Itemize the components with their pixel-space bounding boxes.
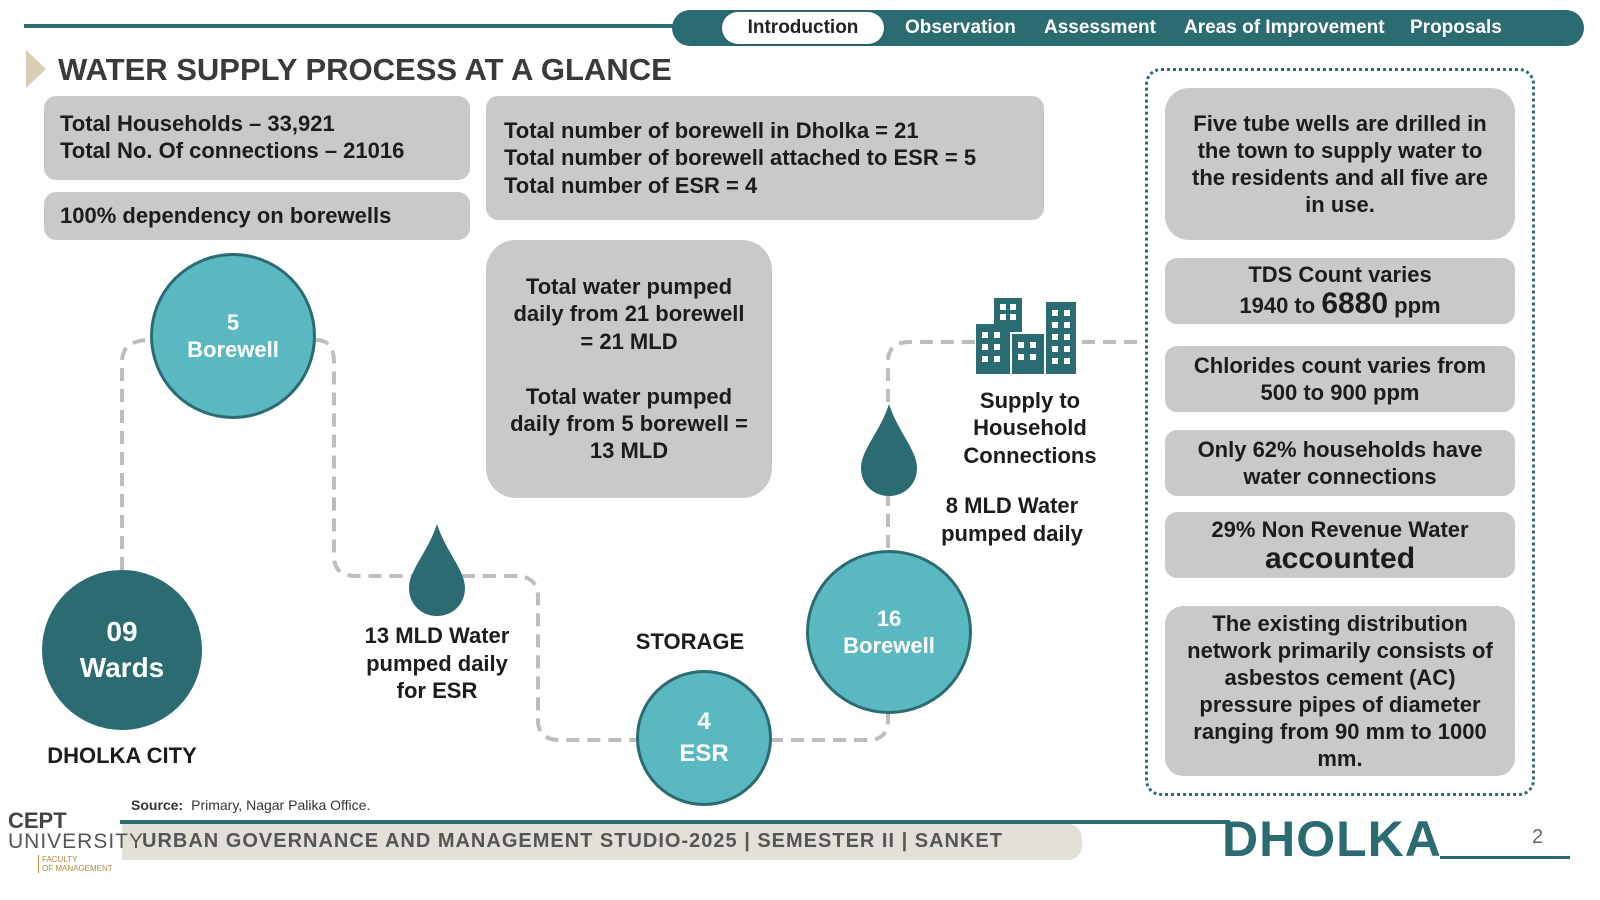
water-13-line-3: for ESR: [396, 678, 478, 703]
tab-observation[interactable]: Observation: [905, 17, 1016, 38]
faculty-logo-text: FACULTY OF MANAGEMENT: [38, 855, 113, 873]
nrw-box: 29% Non Revenue Water accounted: [1165, 512, 1515, 578]
pumped-5-line-3: 13 MLD: [589, 438, 669, 463]
connections-text: Total No. Of connections – 21016: [60, 138, 405, 163]
network-line-6: mm.: [1317, 746, 1363, 771]
tubewell-line-3: the residents and all five are: [1192, 165, 1488, 190]
water-8-line-2: pumped daily: [941, 521, 1083, 546]
connections-line-1: Only 62% households have: [1197, 437, 1483, 462]
borewell-16-label: Borewell: [843, 633, 935, 658]
network-box: The existing distribution network primar…: [1165, 606, 1515, 776]
supply-line-2: Household: [973, 415, 1087, 440]
title-arrow-icon: [26, 50, 46, 88]
water-drop-icon: [409, 524, 465, 616]
header-rule: [24, 24, 684, 28]
connector-drop-to-supply: [886, 340, 976, 402]
wards-number: 09: [106, 616, 138, 647]
borewell-16-number: 16: [876, 606, 902, 631]
connector-wards-to-borewell5: [120, 338, 151, 570]
tab-proposals[interactable]: Proposals: [1410, 17, 1502, 38]
tds-box: TDS Count varies 1940 to 6880 ppm: [1165, 258, 1515, 324]
source-note: Source: Primary, Nagar Palika Office.: [131, 797, 370, 813]
pumped-volume-box: Total water pumped daily from 21 borewel…: [486, 240, 772, 498]
pumped-5-line-1: Total water pumped: [525, 384, 733, 409]
storage-label: STORAGE: [635, 629, 745, 654]
households-box: Total Households – 33,921 Total No. Of c…: [44, 96, 470, 180]
pumped-21-line-3: = 21 MLD: [580, 329, 678, 354]
pumped-21-line-2: daily from 21 borewell: [513, 301, 745, 326]
university-logo-line-1: CEPT: [8, 808, 67, 833]
buildings-icon: [976, 298, 1076, 374]
connector-esr-to-borewell16: [770, 712, 890, 742]
esr-total-text: Total number of ESR = 4: [504, 173, 758, 198]
water-13-line-2: pumped daily: [366, 651, 508, 676]
supply-line-3: Connections: [963, 443, 1097, 468]
city-label: DHOLKA CITY: [47, 743, 197, 768]
borewell-5-circle: 5 Borewell: [150, 253, 316, 419]
studio-label: URBAN GOVERNANCE AND MANAGEMENT STUDIO-2…: [142, 830, 1003, 852]
footer-rule: [120, 820, 1230, 824]
university-logo-line-2: UNIVERSITY: [8, 830, 145, 853]
network-line-3: asbestos cement (AC): [1224, 665, 1456, 690]
dependency-box: 100% dependency on borewells: [44, 192, 470, 240]
borewell-esr-text: Total number of borewell attached to ESR…: [504, 145, 977, 170]
tds-unit: ppm: [1388, 292, 1441, 318]
tab-assessment[interactable]: Assessment: [1044, 17, 1156, 38]
tds-to: 6880: [1321, 286, 1389, 320]
borewell-count-box: Total number of borewell in Dholka = 21 …: [486, 96, 1044, 220]
tds-from: 1940 to: [1239, 292, 1322, 318]
tubewell-line-2: the town to supply water to: [1197, 138, 1483, 163]
borewell-16-circle: 16 Borewell: [806, 550, 972, 714]
wards-circle: 09 Wards: [42, 570, 202, 730]
pumped-21-line-1: Total water pumped: [525, 274, 733, 299]
source-label: Source:: [131, 797, 184, 813]
esr-circle: 4 ESR: [636, 670, 772, 806]
tubewell-line-4: in use.: [1305, 192, 1375, 217]
wards-label: Wards: [79, 652, 165, 683]
connector-drop-to-esr: [462, 574, 636, 742]
water-13-line-1: 13 MLD Water: [364, 623, 510, 648]
water-drop-icon: [861, 404, 917, 496]
esr-number: 4: [697, 708, 711, 735]
chlorides-box: Chlorides count varies from 500 to 900 p…: [1165, 346, 1515, 412]
page-title: WATER SUPPLY PROCESS AT A GLANCE: [58, 52, 672, 87]
chlorides-line-2: 500 to 900 ppm: [1260, 380, 1420, 405]
borewell-5-number: 5: [226, 310, 240, 335]
borewell-5-label: Borewell: [187, 337, 279, 362]
borewell-total-text: Total number of borewell in Dholka = 21: [504, 118, 919, 143]
connector-borewell5-to-drop: [315, 338, 412, 578]
connections-box: Only 62% households have water connectio…: [1165, 430, 1515, 496]
connections-line-2: water connections: [1243, 464, 1437, 489]
network-line-1: The existing distribution: [1212, 611, 1468, 636]
nrw-line-2: accounted: [1264, 541, 1416, 575]
facts-panel: [1145, 68, 1535, 796]
pumped-5-line-2: daily from 5 borewell =: [510, 411, 748, 436]
water-8-line-1: 8 MLD Water: [945, 493, 1079, 518]
chlorides-line-1: Chlorides count varies from: [1193, 353, 1487, 378]
city-wordmark: DHOLKA: [1222, 811, 1442, 867]
tubewell-line-1: Five tube wells are drilled in: [1193, 111, 1487, 136]
tab-areas-of-improvement[interactable]: Areas of Improvement: [1184, 17, 1385, 38]
supply-line-1: Supply to: [979, 388, 1081, 413]
network-line-2: network primarily consists of: [1187, 638, 1493, 663]
tab-introduction[interactable]: Introduction: [722, 12, 884, 44]
footer-bar: [122, 824, 1082, 860]
households-text: Total Households – 33,921: [60, 111, 335, 136]
faculty-line-1: FACULTY: [42, 855, 78, 864]
network-line-5: ranging from 90 mm to 1000: [1193, 719, 1487, 744]
dependency-text: 100% dependency on borewells: [60, 203, 392, 228]
wordmark-rule: [1440, 856, 1570, 859]
esr-label: ESR: [679, 740, 729, 767]
nrw-line-1: 29% Non Revenue Water: [1211, 516, 1469, 542]
faculty-line-2: OF MANAGEMENT: [42, 864, 113, 873]
tds-label: TDS Count varies: [1248, 261, 1432, 287]
page-number: 2: [1532, 826, 1544, 848]
network-line-4: pressure pipes of diameter: [1199, 692, 1481, 717]
tds-range: 1940 to 6880 ppm: [1239, 286, 1441, 322]
source-text: Primary, Nagar Palika Office.: [191, 797, 371, 813]
tubewell-box: Five tube wells are drilled in the town …: [1165, 88, 1515, 240]
